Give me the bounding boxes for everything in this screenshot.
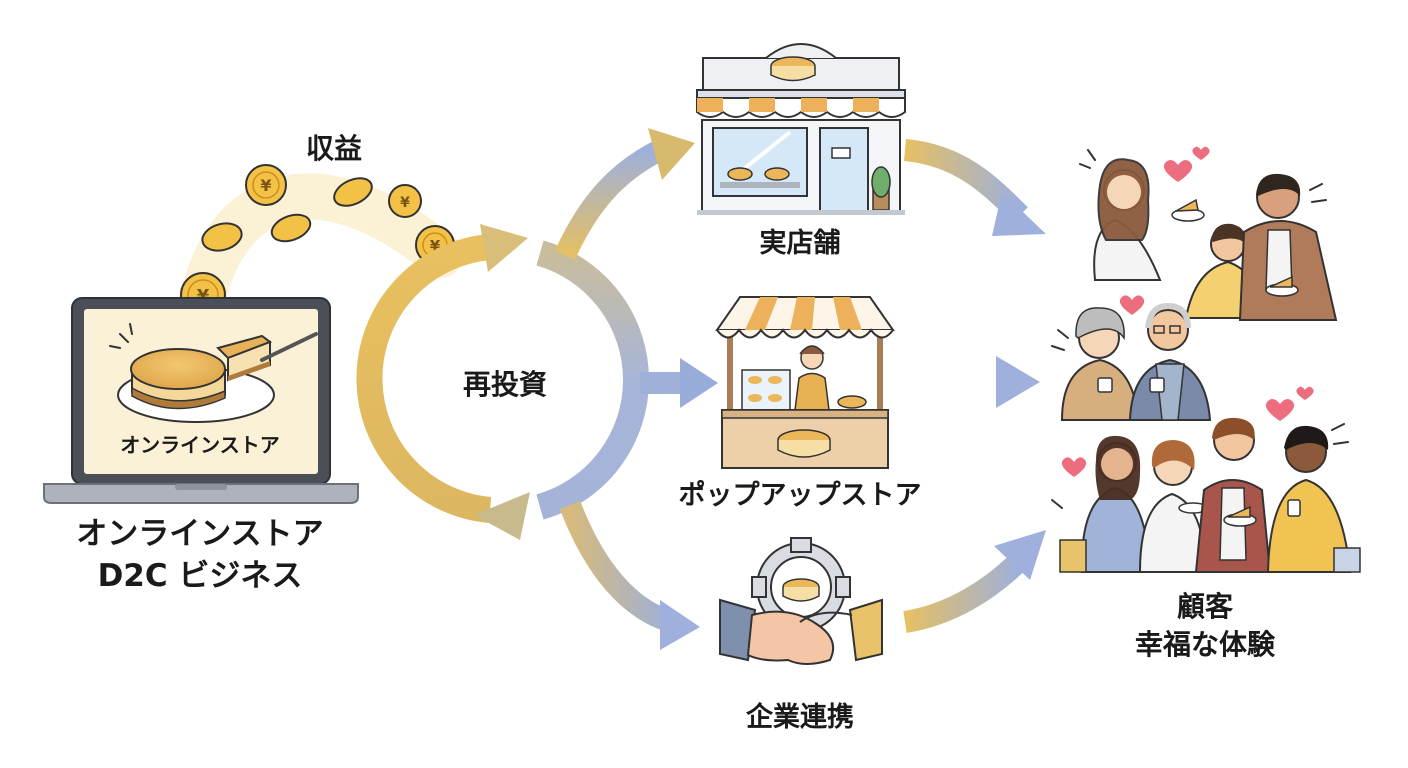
handshake-gear-icon — [719, 537, 883, 665]
revenue-coin-stream: ¥ ¥ ¥ ¥ — [180, 164, 463, 318]
physical-store-label: 実店舗 — [759, 228, 841, 259]
customers-label: 顧客 幸福な体験 — [1115, 588, 1295, 664]
customers-label-line2: 幸福な体験 — [1134, 627, 1275, 661]
customer-family — [1079, 146, 1338, 321]
customer-friends-group — [1051, 386, 1361, 573]
yen-coin-icon — [333, 177, 373, 207]
online-store-title-line2: D2C ビジネス — [97, 557, 303, 594]
revenue-label: 収益 — [305, 132, 362, 165]
yen-coin-icon: ¥ — [388, 184, 422, 218]
online-store-title: オンラインストア D2C ビジネス — [50, 514, 350, 598]
svg-text:¥: ¥ — [400, 195, 410, 211]
happy-customers-icon — [1051, 146, 1361, 573]
arrow-popup-to-customers — [904, 356, 1040, 408]
online-store-title-line1: オンラインストア — [76, 516, 324, 552]
laptop-cake-icon — [43, 297, 359, 504]
arrowhead — [480, 224, 528, 272]
yen-coin-icon — [201, 222, 243, 252]
arrow-store-to-customers — [903, 139, 1046, 236]
partnership-label: 企業連携 — [746, 702, 854, 733]
popup-store-label: ポップアップストア — [678, 480, 922, 511]
arrow-to-partnership — [559, 501, 700, 650]
arrowhead — [474, 492, 530, 540]
yen-coin-icon — [270, 213, 312, 243]
svg-text:¥: ¥ — [260, 176, 271, 195]
svg-text:¥: ¥ — [430, 237, 441, 255]
arrow-partnership-to-customers — [903, 530, 1046, 633]
customer-elderly-couple — [1051, 295, 1212, 421]
laptop-screen-label: オンラインストア — [120, 433, 280, 457]
customers-label-line1: 顧客 — [1176, 590, 1233, 623]
arrow-to-physical-store — [554, 128, 695, 260]
storefront-icon — [696, 43, 906, 215]
reinvestment-cycle — [356, 224, 650, 540]
yen-coin-icon: ¥ — [245, 164, 287, 206]
reinvest-label: 再投資 — [462, 368, 547, 401]
arrow-to-popup-store — [640, 358, 718, 408]
popup-stall-icon — [715, 296, 895, 469]
